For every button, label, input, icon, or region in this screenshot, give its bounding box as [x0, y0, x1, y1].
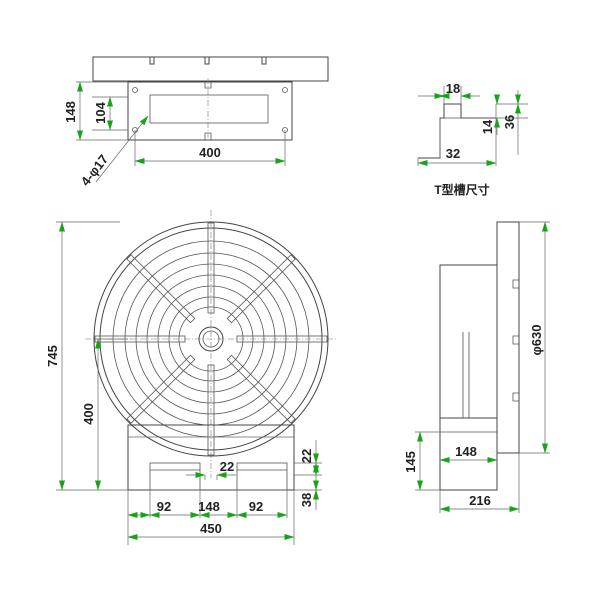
t-slot-caption: T型槽尺寸 — [434, 182, 489, 197]
t-slot-radial — [126, 254, 196, 324]
t-slot-radial — [126, 354, 196, 424]
dim-side-148: 148 — [455, 444, 477, 459]
dim-t-14: 14 — [480, 119, 495, 134]
t-slot-radial — [226, 354, 296, 424]
dim-front-745: 745 — [45, 345, 60, 367]
dim-t-32: 32 — [446, 146, 460, 161]
dim-t-18: 18 — [446, 81, 460, 96]
side-view: φ630 145 148 216 — [403, 221, 550, 513]
front-view: 745 400 92 148 92 450 22 22 38 — [45, 210, 338, 545]
dim-front-450: 450 — [200, 521, 222, 536]
dim-front-22-vertical: 22 — [299, 449, 314, 463]
dim-top-400: 400 — [199, 145, 221, 160]
dim-side-145: 145 — [403, 451, 418, 473]
dim-side-630: φ630 — [529, 325, 544, 356]
dim-front-400: 400 — [81, 403, 96, 425]
dim-front-148: 148 — [198, 499, 220, 514]
dim-top-104: 104 — [93, 101, 108, 123]
top-view: 148 104 400 4-φ17 — [63, 56, 329, 189]
t-slot-detail: 18 32 14 36 T型槽尺寸 — [417, 81, 528, 197]
dim-side-216: 216 — [469, 493, 491, 508]
dim-top-holes: 4-φ17 — [78, 152, 112, 189]
t-slot-radial — [226, 254, 296, 324]
dim-front-92-left: 92 — [157, 499, 171, 514]
dim-t-36: 36 — [502, 115, 517, 129]
dim-front-22-horizontal: 22 — [220, 459, 234, 474]
dim-front-38: 38 — [299, 493, 314, 507]
dim-front-92-right: 92 — [249, 499, 263, 514]
dim-top-148: 148 — [63, 101, 78, 123]
